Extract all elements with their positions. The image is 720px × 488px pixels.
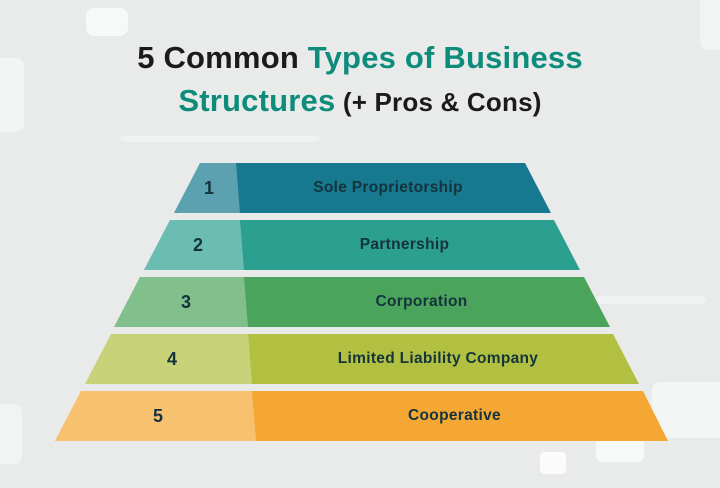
pyramid-level: 5 Cooperative — [55, 391, 668, 441]
level-label: Corporation — [375, 293, 468, 310]
page-title: 5 Common Types of Business Structures (+… — [0, 36, 720, 124]
level-label: Partnership — [359, 236, 450, 253]
level-number: 2 — [192, 235, 203, 255]
decorative-shape — [0, 404, 22, 464]
title-part-dark: (+ Pros & Cons) — [335, 87, 542, 117]
pyramid-level: 1 Sole Proprietorship — [174, 163, 551, 213]
title-part-dark: 5 Common — [137, 40, 308, 75]
title-line-1: 5 Common Types of Business — [0, 36, 720, 79]
decorative-shape — [540, 452, 566, 474]
decorative-shape — [700, 0, 720, 50]
decorative-shape — [120, 136, 320, 142]
title-line-2: Structures (+ Pros & Cons) — [0, 79, 720, 124]
pyramid-level: 4 Limited Liability Company — [85, 334, 639, 384]
level-number: 3 — [180, 292, 191, 312]
level-label: Cooperative — [408, 407, 501, 424]
level-number: 4 — [166, 349, 177, 369]
level-number: 1 — [203, 178, 214, 198]
level-number: 5 — [152, 406, 163, 426]
decorative-shape — [0, 58, 24, 132]
title-part-accent: Structures — [178, 83, 336, 118]
decorative-shape — [596, 296, 706, 304]
level-number-background — [114, 277, 248, 327]
title-part-accent: Types of Business — [307, 40, 583, 75]
level-number-background — [85, 334, 252, 384]
decorative-shape — [86, 8, 128, 36]
pyramid-level: 3 Corporation — [114, 277, 610, 327]
level-number-background — [55, 391, 256, 441]
decorative-shape — [652, 382, 720, 438]
level-label: Sole Proprietorship — [313, 179, 463, 196]
pyramid-level: 2 Partnership — [144, 220, 580, 270]
level-label: Limited Liability Company — [337, 350, 539, 367]
